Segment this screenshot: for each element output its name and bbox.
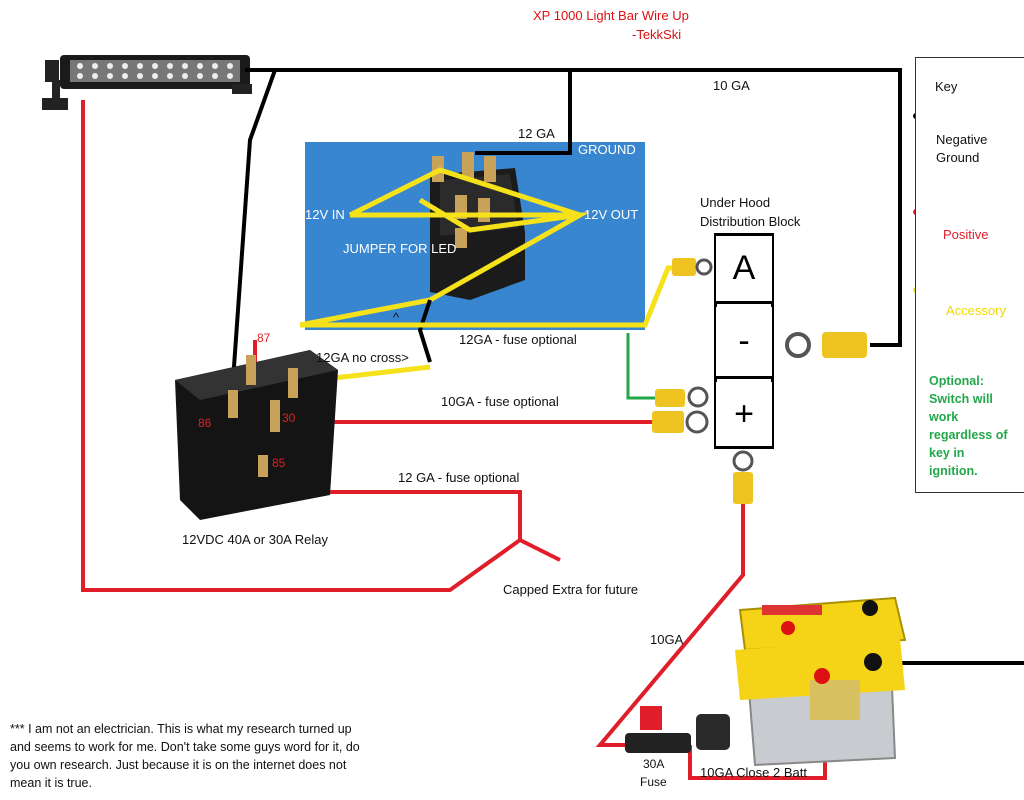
fuse-label: Fuse	[640, 775, 667, 789]
wire-label-12ga-fuse: 12GA - fuse optional	[459, 332, 577, 347]
relay-icon	[175, 350, 338, 520]
wire-label-caret: ^	[393, 310, 400, 325]
switch-out-label: 12V OUT	[584, 207, 638, 222]
wire-label-no-cross: 12GA no cross>	[316, 350, 409, 365]
distribution-block-label-2: Distribution Block	[700, 214, 801, 229]
distribution-cell-positive: +	[716, 382, 772, 446]
disclaimer-text: *** I am not an electrician. This is wha…	[10, 722, 360, 790]
key-optional-label: Optional: Switch will work regardless of…	[929, 374, 1008, 478]
diagram-title: XP 1000 Light Bar Wire Up	[533, 8, 689, 23]
optional-wire	[626, 333, 655, 400]
distribution-cell-a: A	[716, 236, 772, 304]
relay-pin-87: 87	[257, 331, 271, 345]
terminal-a-icon	[672, 258, 713, 276]
key-positive-label: Positive	[943, 227, 989, 242]
relay-pin-85: 85	[272, 456, 286, 470]
wire-label-12ga-top: 12 GA	[518, 126, 555, 141]
wire-label-10ga-top: 10 GA	[713, 78, 750, 93]
key-legend	[915, 57, 1024, 493]
key-accessory-label: Accessory	[946, 303, 1006, 318]
terminal-ground-icon	[785, 332, 867, 358]
diagram-author: -TekkSki	[632, 27, 682, 42]
distribution-cell-negative: -	[716, 307, 772, 379]
wire-label-capped: Capped Extra for future	[503, 582, 639, 597]
wire-label-close-batt: 10GA Close 2 Batt	[700, 765, 807, 780]
switch-jumper-lines	[299, 167, 590, 328]
battery-icon	[735, 596, 907, 767]
relay-pin-86: 86	[198, 416, 212, 430]
terminal-batt-icon	[732, 450, 754, 504]
light-bar-icon	[42, 55, 252, 110]
fuse-rating: 30A	[643, 757, 665, 771]
key-negative-label: Negative Ground	[936, 132, 988, 165]
relay-pin-30: 30	[282, 411, 296, 425]
terminal-plus-icon	[652, 410, 709, 434]
wire-label-12ga-fuse-low: 12 GA - fuse optional	[398, 470, 520, 485]
wire-label-10ga-fuse: 10GA - fuse optional	[441, 394, 559, 409]
relay-label: 12VDC 40A or 30A Relay	[182, 532, 328, 547]
switch-ground-label: GROUND	[578, 142, 636, 157]
wire-label-10ga-batt: 10GA	[650, 632, 684, 647]
switch-in-label: 12V IN	[305, 207, 345, 222]
terminal-switch-icon	[655, 386, 709, 408]
ring-terminals	[652, 258, 867, 504]
switch-jumper-label: JUMPER FOR LED	[343, 241, 456, 256]
distribution-block-label-1: Under Hood	[700, 195, 771, 210]
negative-wires	[230, 68, 1024, 665]
key-heading: Key	[935, 79, 958, 94]
fuse-icon	[625, 706, 730, 753]
